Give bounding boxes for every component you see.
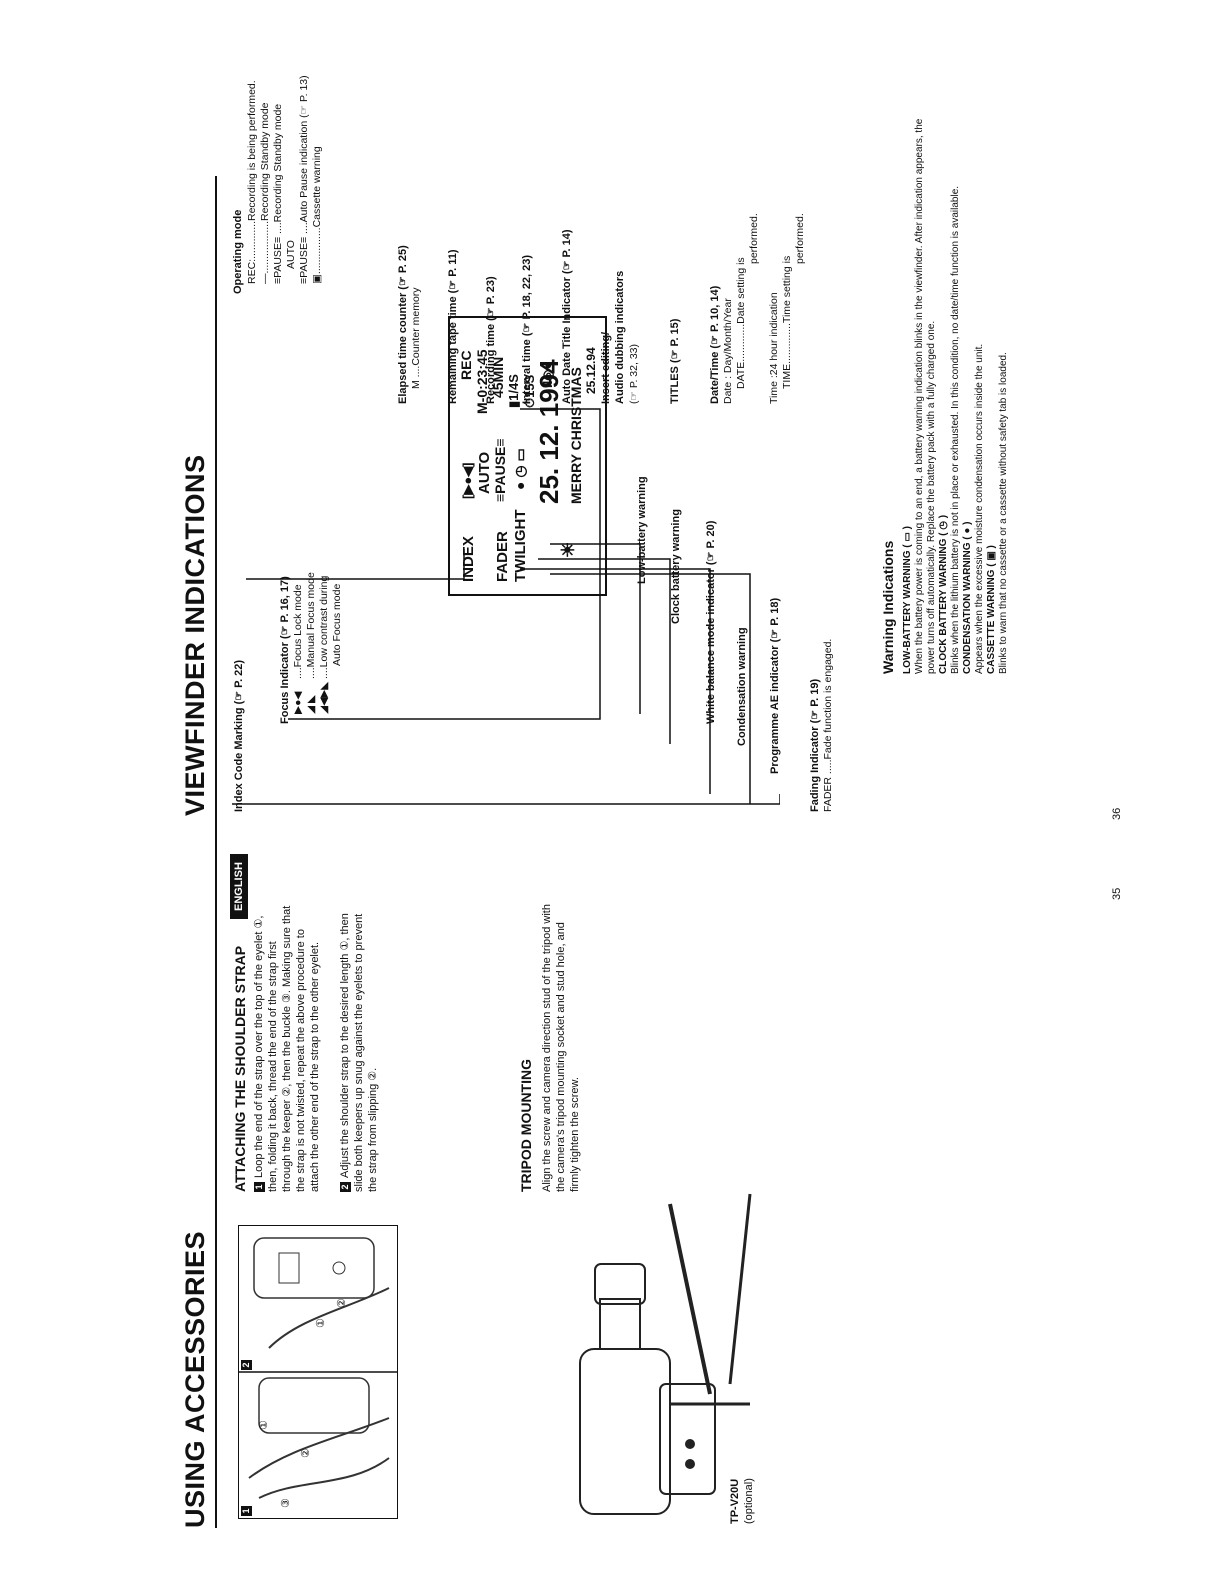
- tripod-model: TP-V20U: [729, 1478, 741, 1524]
- callout-2: ②: [300, 1448, 312, 1458]
- warning-heading: Warning Indications: [880, 540, 896, 674]
- step-2-marker: 2: [340, 1182, 351, 1192]
- op-pause: ≡PAUSE≡ ....Recording Standby mode: [272, 103, 284, 284]
- tripod-heading: TRIPOD MOUNTING: [518, 1059, 534, 1192]
- tripod-model-note: (optional): [743, 1478, 755, 1524]
- op-auto: AUTO: [285, 240, 297, 269]
- figure-1-number: 1: [241, 1506, 252, 1516]
- shoulder-step-1: 1Loop the end of the strap over the top …: [252, 902, 322, 1192]
- page-number-35: 35: [1111, 887, 1123, 900]
- language-badge: ENGLISH: [230, 854, 248, 919]
- shoulder-strap-heading: ATTACHING THE SHOULDER STRAP: [232, 945, 248, 1192]
- datetime-label: Date/Time (☞ P. 10, 14): [709, 285, 721, 404]
- clock-battery-warning-title: CLOCK BATTERY WARNING ( ◷ ): [938, 514, 949, 674]
- right-title-rule: [215, 176, 217, 816]
- step-1-text: Loop the end of the strap over the top o…: [253, 905, 321, 1192]
- dt-time-format: Time :24 hour indication: [768, 292, 780, 404]
- dt-time-setting: TIME..............Time setting is: [781, 255, 793, 389]
- figure-2-number: 2: [241, 1360, 252, 1370]
- op-rec: REC:.............Recording is being perf…: [246, 80, 258, 284]
- condensation-warning-text: Appears when the excessive moisture cond…: [974, 343, 985, 674]
- dt-date-format: Date : Day/Month/Year: [722, 298, 734, 404]
- step-2-text: Adjust the shoulder strap to the desired…: [339, 913, 379, 1192]
- operating-mode-label: Operating mode: [232, 209, 244, 294]
- cassette-warning-title: CASSETTE WARNING ( ▣ ): [986, 545, 997, 674]
- insert-label-3: (☞ P. 32, 33): [628, 343, 640, 404]
- strap-figure-frame: 1 2 ③ ② ① ① ②: [238, 1225, 398, 1519]
- clock-battery-label: Clock battery warning: [670, 509, 682, 624]
- callout-1b: ①: [315, 1318, 327, 1328]
- tripod-text: Align the screw and camera direction stu…: [541, 904, 581, 1192]
- strap-illustration: [239, 1237, 397, 1499]
- white-balance-label: White balance mode indicator (☞ P. 20): [705, 520, 717, 724]
- op-dash: —..................Recording Standby mod…: [259, 102, 271, 285]
- callout-1: ①: [258, 1420, 270, 1430]
- recording-time-label: Recording time (☞ P. 23): [485, 276, 497, 404]
- insert-label-1: Insert editing/: [600, 331, 612, 404]
- callout-lines: [232, 408, 780, 805]
- left-title-rule: [215, 813, 217, 1528]
- condensation-warning-title: CONDENSATION WARNING ( ● ): [962, 521, 973, 674]
- remaining-label: Remaining tape time (☞ P. 11): [447, 249, 459, 404]
- dt-time-performed: performed.: [794, 213, 806, 264]
- dt-date-setting: DATE.............Date setting is: [735, 257, 747, 389]
- op-pause2: ≡PAUSE≡ ....Auto Pause indication (☞ P. …: [298, 75, 310, 284]
- low-battery-warning-text: When the battery power is coming to an e…: [914, 118, 937, 674]
- interval-label: Interval time (☞ P. 18, 22, 23): [521, 254, 533, 404]
- left-page-title: USING ACCESSORIES: [180, 1230, 210, 1528]
- clock-battery-warning-text: Blinks when the lithium battery is not i…: [950, 185, 961, 674]
- page-number-36: 36: [1111, 807, 1123, 820]
- cassette-icon: ▣: [311, 274, 323, 284]
- titles-label: TITLES (☞ P. 15): [669, 318, 681, 404]
- cassette-warning-text: Blinks to warn that no cassette or a cas…: [998, 352, 1009, 674]
- low-battery-warning-title: LOW-BATTERY WARNING ( ▭ ): [902, 526, 913, 674]
- shoulder-step-2: 2Adjust the shoulder strap to the desire…: [338, 902, 380, 1192]
- op-cassette: ▣................Cassette warning: [311, 146, 323, 284]
- elapsed-label: Elapsed time counter (☞ P. 25): [397, 245, 409, 404]
- tripod-figure: [560, 1184, 760, 1524]
- fading-note: FADER .....Fade function is engaged.: [822, 638, 834, 812]
- dt-date-performed: performed.: [748, 213, 760, 264]
- condensation-label: Condensation warning: [736, 627, 748, 746]
- callout-2b: ②: [336, 1298, 348, 1308]
- warnings-block: LOW-BATTERY WARNING ( ▭ ) When the batte…: [902, 114, 1010, 674]
- programme-ae-label: Programme AE indicator (☞ P. 18): [769, 597, 781, 774]
- low-battery-label: Low-battery warning: [636, 476, 648, 584]
- right-page-title: VIEWFINDER INDICATIONS: [180, 454, 210, 817]
- callout-3: ③: [280, 1498, 292, 1508]
- fading-label: Fading Indicator (☞ P. 19): [809, 678, 821, 812]
- insert-label-2: Audio dubbing indicators: [614, 270, 626, 404]
- step-1-marker: 1: [254, 1182, 265, 1192]
- elapsed-note: M ....Counter memory: [410, 287, 422, 389]
- tripod-illustration: [579, 1193, 752, 1515]
- auto-date-label: Auto Date Title Indicator (☞ P. 14): [561, 229, 573, 405]
- op-cassette-text: ................Cassette warning: [311, 146, 323, 275]
